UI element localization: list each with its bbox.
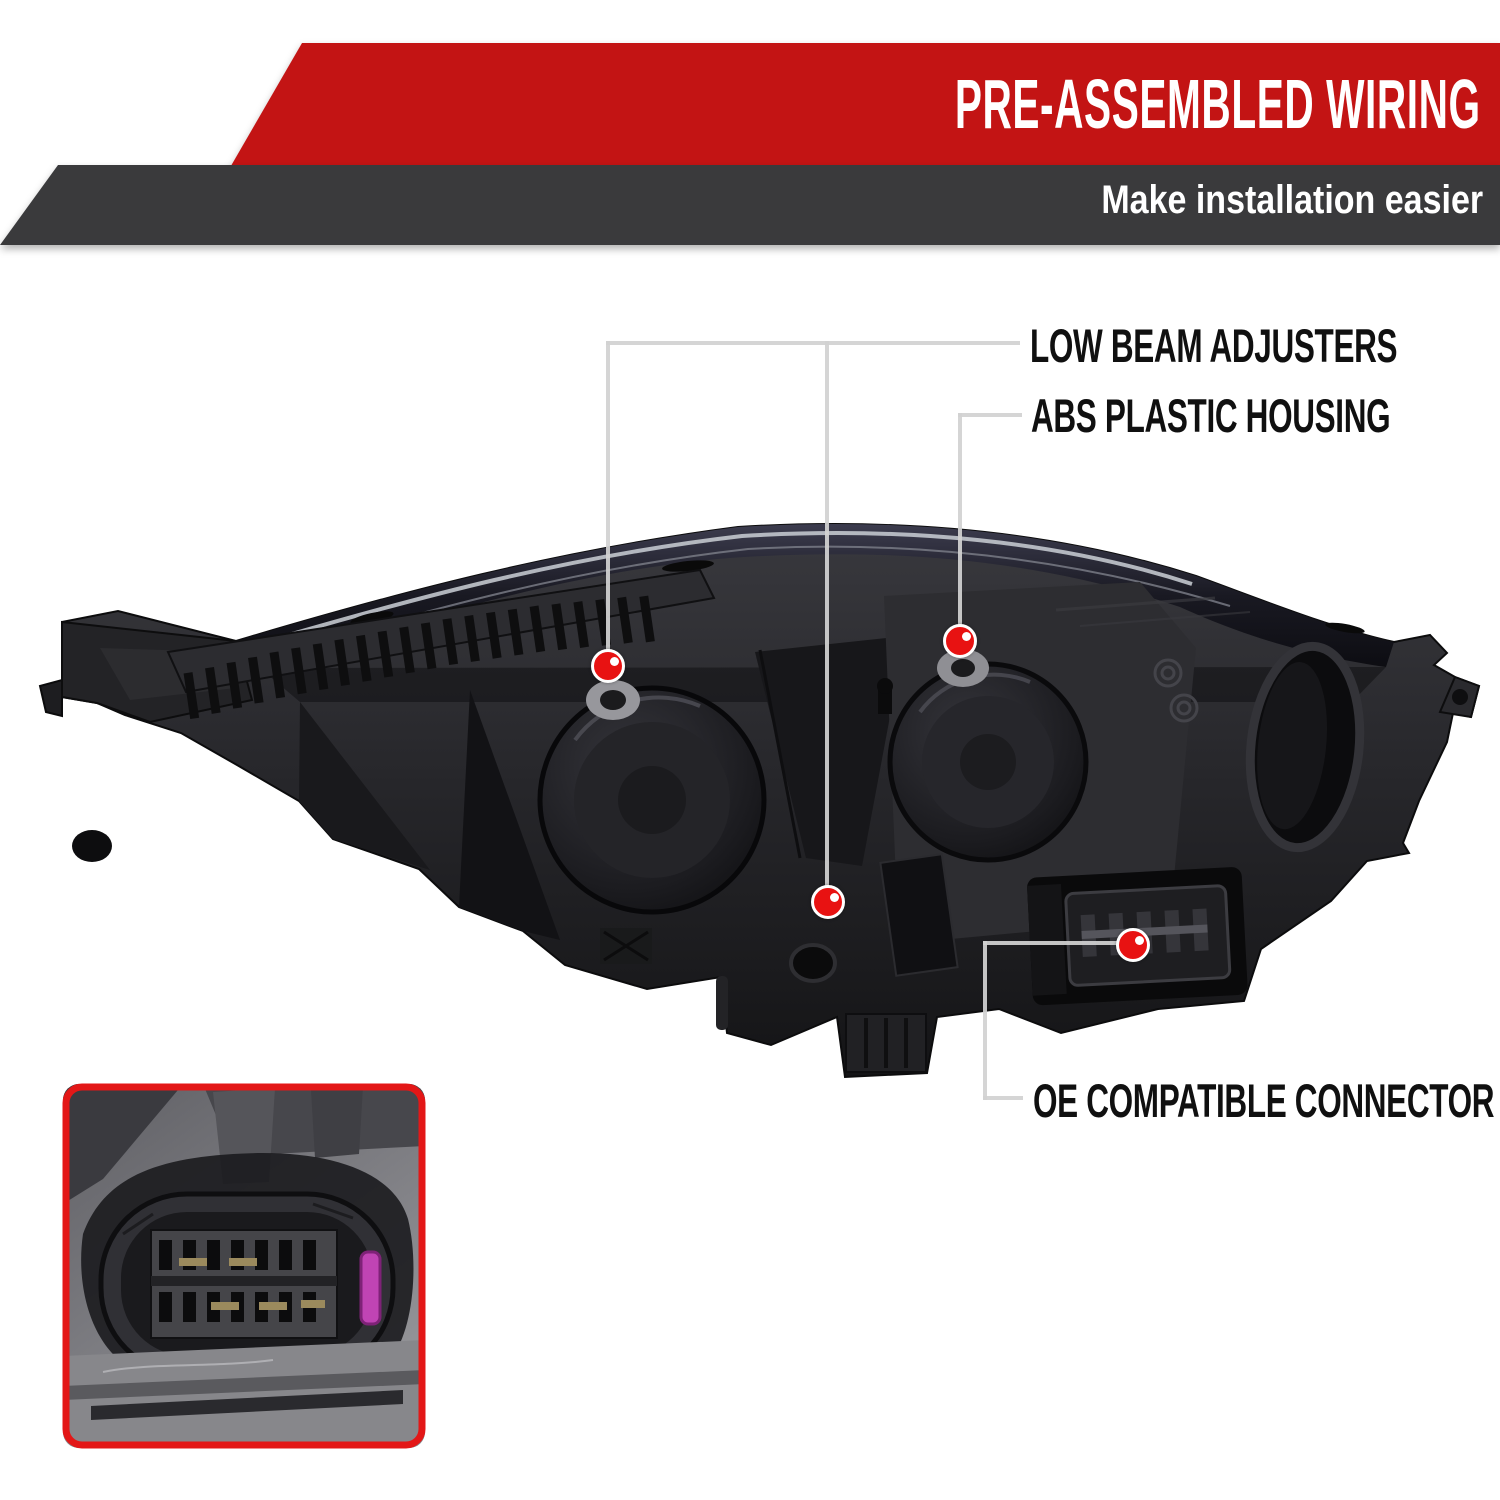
connector-seal — [359, 1250, 382, 1326]
callout-line-oe-horizontal — [983, 941, 1135, 945]
marker-dot-abs-housing — [943, 624, 977, 658]
callout-line-oe-vertical — [983, 941, 987, 1100]
callout-line-abs-horizontal — [958, 413, 1022, 417]
callout-line-low-beam-horizontal — [606, 341, 1020, 345]
bulb-port — [1245, 641, 1365, 853]
vent-grille — [166, 568, 716, 719]
bottom-brackets — [600, 853, 959, 1073]
banner-dark-ribbon — [0, 165, 1500, 245]
callout-line-oe-stub — [983, 1096, 1023, 1100]
marker-dot-oe-connector — [1116, 928, 1150, 962]
marker-dot-low-beam-1 — [591, 649, 625, 683]
mounting-peg — [38, 678, 63, 718]
left-dust-cap — [537, 685, 767, 915]
inset-red-border — [62, 1083, 426, 1449]
callout-label-oe-connector: OE COMPATIBLE CONNECTOR — [1033, 1074, 1495, 1127]
marker-dot-low-beam-2 — [811, 885, 845, 919]
callout-line-low-beam-vertical-2 — [825, 341, 829, 904]
emboss-marks — [1153, 658, 1199, 723]
callout-line-abs-vertical — [958, 413, 962, 643]
right-mounting-tab — [1438, 675, 1481, 719]
right-dust-cap — [887, 661, 1089, 863]
connector-inset-photo — [62, 1083, 426, 1449]
low-beam-adjuster-grommets — [586, 649, 989, 983]
callout-label-low-beam: LOW BEAM ADJUSTERS — [1030, 319, 1398, 372]
callout-label-abs-housing: ABS PLASTIC HOUSING — [1031, 389, 1391, 442]
callout-line-low-beam-vertical-1 — [606, 341, 610, 668]
